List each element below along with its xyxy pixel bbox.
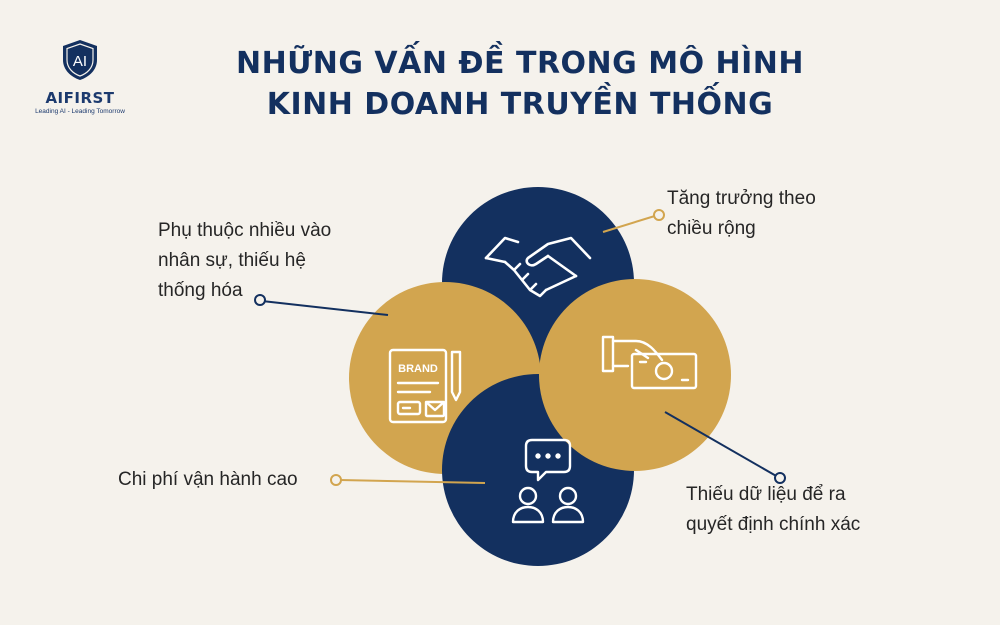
label-staff-line-2: nhân sự, thiếu hệ (158, 250, 306, 271)
connector-dot-bottom-right (774, 472, 786, 484)
brand-document-icon (388, 348, 462, 424)
page-title-line-2: KINH DOANH TRUYỀN THỐNG (266, 87, 774, 122)
label-data-line-1: Thiếu dữ liệu để ra (686, 484, 846, 505)
label-staff-dependence: Phụ thuộc nhiều vào nhân sự, thiếu hệ th… (158, 216, 331, 306)
label-growth: Tăng trưởng theo chiều rộng (667, 184, 816, 244)
label-operating-cost: Chi phí vận hành cao (118, 465, 298, 495)
brand-name: AIFIRST (45, 89, 115, 107)
brand-tagline: Leading AI - Leading Tomorrow (35, 108, 125, 115)
page-title-line-1: NHỮNG VẤN ĐỀ TRONG MÔ HÌNH (235, 46, 805, 81)
connector-bottom-left (339, 479, 486, 484)
label-cost-line-1: Chi phí vận hành cao (118, 469, 298, 490)
logo: AI AIFIRST Leading AI - Leading Tomorrow (30, 38, 130, 115)
label-data-line-2: quyết định chính xác (686, 514, 861, 535)
label-data-lack: Thiếu dữ liệu để ra quyết định chính xác (686, 480, 860, 540)
brand-icon-text: BRAND (398, 363, 438, 375)
label-staff-line-1: Phụ thuộc nhiều vào (158, 220, 332, 241)
connector-bottom-right (664, 411, 779, 478)
connector-top-right (602, 214, 659, 233)
connector-dot-bottom-left (330, 474, 342, 486)
hand-money-icon (601, 335, 698, 390)
handshake-icon (484, 236, 592, 298)
connector-top-left (261, 300, 389, 316)
shield-logo-icon: AI (63, 40, 97, 80)
label-staff-line-3: thống hóa (158, 280, 243, 301)
label-growth-line-1: Tăng trưởng theo (667, 188, 816, 209)
label-growth-line-2: chiều rộng (667, 218, 756, 239)
connector-dot-top-right (653, 209, 665, 221)
connector-dot-top-left (254, 294, 266, 306)
logo-mark-text: AI (73, 53, 87, 70)
team-chat-icon (511, 438, 585, 524)
